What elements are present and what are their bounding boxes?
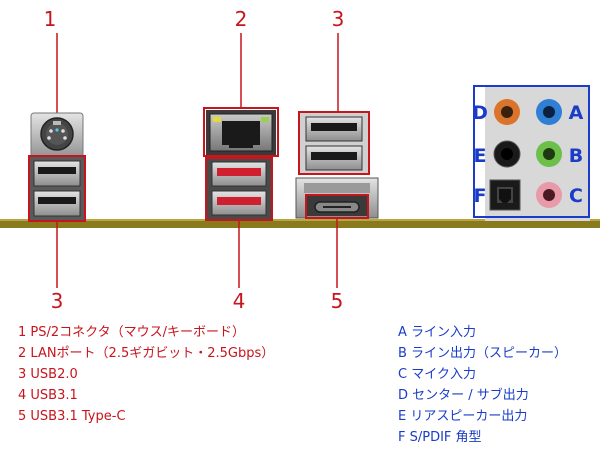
audio-letter-e: E [474, 145, 487, 167]
callout-bottom-5: 5 [331, 289, 344, 313]
audio-jack-c-pink [536, 182, 562, 208]
audio-spdif-f [489, 179, 521, 211]
pcb-strip [0, 219, 600, 228]
legend-audio: A ライン入力 B ライン出力（スピーカー） C マイク入力 D センター / … [398, 322, 567, 448]
legend-audio-e: E リアスピーカー出力 [398, 409, 528, 424]
legend-port-2: 2 LANポート（2.5ギガビット・2.5Gbps） [18, 346, 275, 361]
legend-port-3: 3 USB2.0 [18, 367, 78, 382]
audio-letter-c: C [569, 185, 583, 207]
lan-port [206, 110, 276, 155]
ps2-port [30, 112, 84, 161]
callout-bottom-3: 3 [51, 289, 64, 313]
audio-letter-d: D [472, 102, 488, 124]
legend-port-1: 1 PS/2コネクタ（マウス/キーボード） [18, 325, 246, 340]
highlight-box-2 [203, 107, 279, 157]
legend-ports: 1 PS/2コネクタ（マウス/キーボード） 2 LANポート（2.5ギガビット・… [18, 322, 274, 427]
callout-top-2: 2 [235, 7, 248, 31]
legend-audio-a: A ライン入力 [398, 325, 477, 340]
usb2-stack-right [299, 112, 369, 174]
audio-jack-e-black [493, 140, 521, 168]
audio-letter-a: A [569, 102, 584, 124]
usb2-stack [28, 155, 86, 222]
legend-audio-b: B ライン出力（スピーカー） [398, 346, 568, 361]
audio-jack-d-orange [494, 99, 520, 125]
legend-port-4: 4 USB3.1 [18, 388, 78, 403]
highlight-box-3-right [298, 111, 370, 175]
audio-letter-f: F [474, 185, 487, 207]
legend-port-5: 5 USB3.1 Type-C [18, 409, 126, 424]
callout-top-3: 3 [332, 7, 345, 31]
legend-audio-c: C マイク入力 [398, 367, 476, 382]
usb31-stack [206, 158, 272, 220]
callout-bottom-4: 4 [233, 289, 246, 313]
callout-top-1: 1 [44, 7, 57, 31]
audio-block [473, 85, 590, 221]
usb-typec-port [295, 177, 379, 219]
audio-jack-b-green [536, 141, 562, 167]
legend-audio-f: F S/PDIF 角型 [398, 430, 482, 445]
legend-audio-d: D センター / サブ出力 [398, 388, 529, 403]
audio-jack-a-blue [536, 99, 562, 125]
audio-letter-b: B [569, 145, 583, 167]
